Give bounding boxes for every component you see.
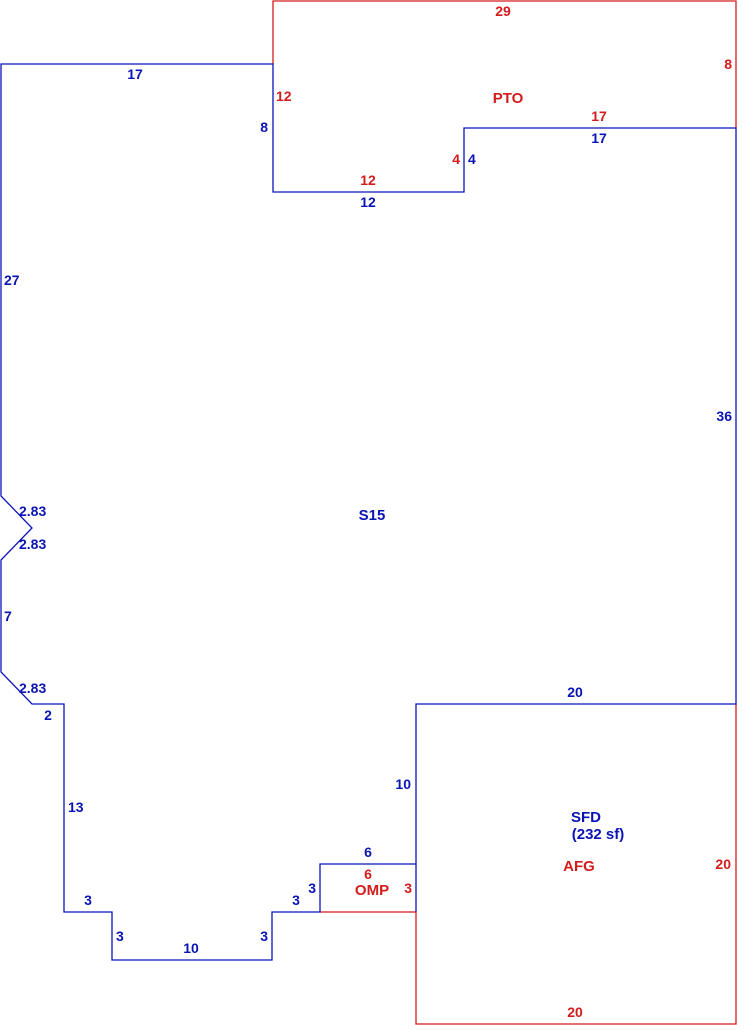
dim-label: 6 bbox=[364, 866, 372, 882]
dim-label: 3 bbox=[116, 928, 124, 944]
porch-area-label: OMP bbox=[355, 882, 389, 899]
dim-label: 10 bbox=[395, 776, 411, 792]
dim-label: 3 bbox=[260, 928, 268, 944]
dim-label: 12 bbox=[360, 172, 376, 188]
garage-outline bbox=[415, 704, 737, 1025]
dim-label: 12 bbox=[360, 194, 376, 210]
dim-label: 6 bbox=[364, 844, 372, 860]
garage-code-label: SFD bbox=[571, 809, 601, 826]
dim-label: 8 bbox=[260, 119, 268, 135]
patio-area-label: PTO bbox=[493, 90, 524, 107]
main-area-outline bbox=[0, 63, 737, 961]
dim-label: 7 bbox=[4, 608, 12, 624]
dim-label: 27 bbox=[4, 272, 20, 288]
dim-label: 2.83 bbox=[19, 503, 46, 519]
patio-outline bbox=[272, 0, 737, 128]
dim-label: 20 bbox=[567, 684, 583, 700]
dim-label: 4 bbox=[468, 151, 476, 167]
dim-label: 2 bbox=[44, 707, 52, 723]
dim-label: 20 bbox=[715, 856, 731, 872]
dim-label: 3 bbox=[292, 892, 300, 908]
main-area-label: S15 bbox=[359, 507, 386, 524]
dim-label: 3 bbox=[84, 892, 92, 908]
dim-label: 20 bbox=[567, 1004, 583, 1020]
dim-label: 12 bbox=[276, 88, 292, 104]
garage-size-label: (232 sf) bbox=[572, 826, 625, 843]
dim-label: 2.83 bbox=[19, 680, 46, 696]
dim-label: 2.83 bbox=[19, 536, 46, 552]
dim-label: 29 bbox=[495, 3, 511, 19]
dim-label: 17 bbox=[591, 108, 607, 124]
dim-label: 10 bbox=[183, 940, 199, 956]
dim-label: 13 bbox=[68, 799, 84, 815]
garage-area-label: AFG bbox=[563, 858, 595, 875]
dim-label: 8 bbox=[724, 56, 732, 72]
dim-label: 3 bbox=[308, 880, 316, 896]
dim-label: 3 bbox=[404, 880, 412, 896]
dim-label: 17 bbox=[127, 66, 143, 82]
dim-label: 17 bbox=[591, 130, 607, 146]
dim-label: 36 bbox=[716, 408, 732, 424]
dim-label: 4 bbox=[452, 151, 460, 167]
